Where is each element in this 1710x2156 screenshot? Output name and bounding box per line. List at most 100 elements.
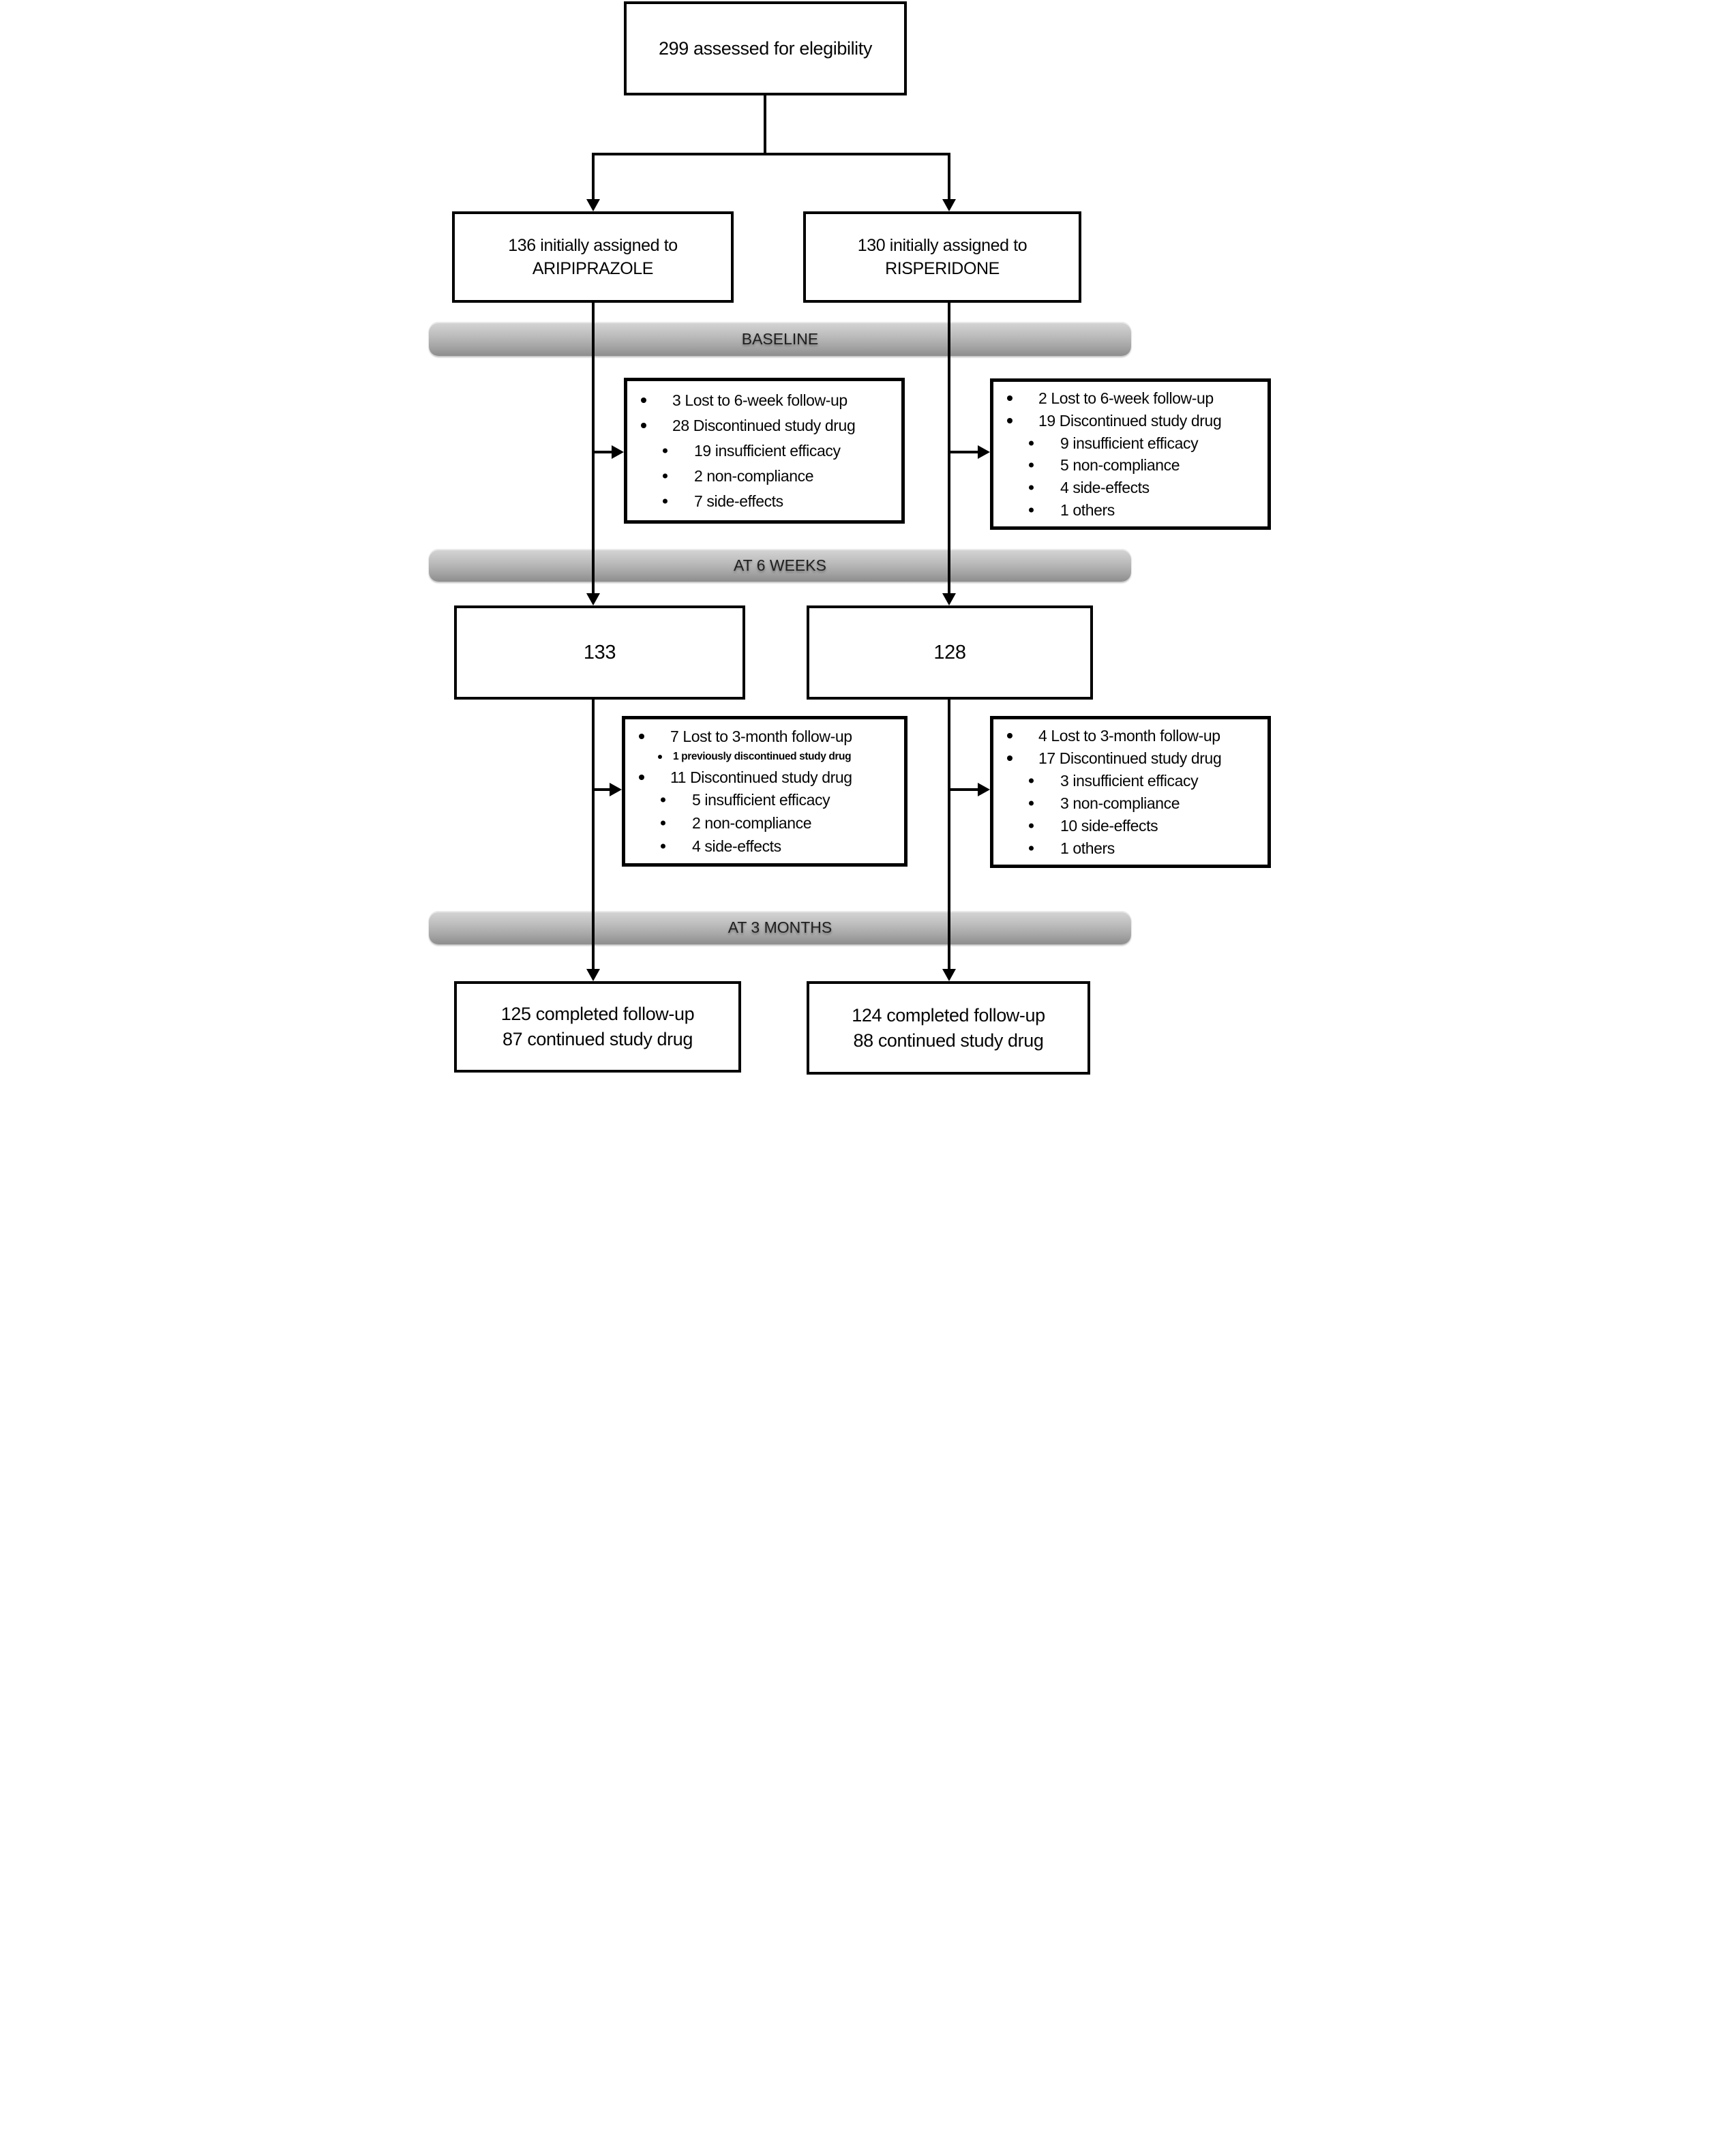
connector-left-dropout1 [593,451,612,453]
dropout-item: 4 side-effects [996,479,1265,496]
stage-bar-label: BASELINE [741,329,819,348]
bullet-icon [1029,778,1034,783]
dropout-item-text: 4 Lost to 3-month follow-up [1038,727,1220,745]
box-label: 133 [583,642,616,663]
dropout-item: 19 insufficient efficacy [630,442,899,460]
dropout-item-text: 10 side-effects [1060,817,1158,835]
dropout-item: 3 non-compliance [996,794,1265,812]
box-assigned-aripiprazole: 136 initially assigned to ARIPIPRAZOLE [452,211,734,303]
dropout-item-text: 3 insufficient efficacy [1060,772,1199,790]
arrow-down-icon [942,593,956,605]
dropout-item: 11 Discontinued study drug [628,768,901,786]
dropout-item-text: 1 previously discontinued study drug [673,750,852,762]
box-count-6week-aripiprazole: 133 [454,605,745,700]
bullet-icon [661,820,665,826]
dropout-item: 28 Discontinued study drug [630,417,899,434]
bullet-icon [1007,417,1012,423]
dropout-item: 1 others [996,501,1265,519]
box-count-6week-risperidone: 128 [807,605,1093,700]
arrow-down-icon [942,199,956,211]
dropout-item-text: 4 side-effects [692,837,781,856]
dropout-item: 1 others [996,839,1265,857]
bullet-icon [641,398,646,403]
box-label: 128 [933,642,966,663]
box-dropouts-3month-aripiprazole: 7 Lost to 3-month follow-up 1 previously… [622,716,907,867]
box-label-line1: 125 completed follow-up [500,1004,695,1024]
connector-right-dropout2 [949,788,978,791]
bullet-icon [1007,395,1012,401]
connector-right-dropout1 [949,451,978,453]
dropout-item: 4 side-effects [628,837,901,855]
connector-top-stem [764,94,766,155]
bullet-icon [663,498,668,504]
dropout-item: 5 insufficient efficacy [628,791,901,809]
bullet-icon [1029,845,1034,851]
box-assigned-risperidone: 130 initially assigned to RISPERIDONE [803,211,1081,303]
dropout-item-text: 1 others [1060,839,1115,857]
consort-flow-diagram: BASELINE AT 6 WEEKS AT 3 MONTHS 299 asse… [427,0,1282,1078]
bullet-icon [1029,462,1034,468]
connector-branch-horizontal [592,153,950,155]
box-label-line2: 88 continued study drug [853,1030,1044,1051]
box-dropouts-6week-risperidone: 2 Lost to 6-week follow-up 19 Discontinu… [990,378,1271,530]
box-label-line1: 136 initially assigned to [508,236,678,255]
connector-right-arm-lower [948,700,950,971]
dropout-item-text: 9 insufficient efficacy [1060,434,1199,452]
bullet-icon [1029,485,1034,490]
dropout-item-text: 4 side-effects [1060,479,1150,497]
box-label-line1: 130 initially assigned to [857,236,1028,255]
bullet-icon [1029,823,1034,828]
arrow-right-icon [978,783,990,796]
bullet-icon [661,797,665,803]
dropout-item: 10 side-effects [996,817,1265,835]
dropout-item-text: 7 Lost to 3-month follow-up [670,727,852,745]
stage-bar-label: AT 3 MONTHS [728,918,832,936]
bullet-icon [641,423,646,428]
arrow-right-icon [610,783,622,796]
connector-left-arm-lower [592,700,595,971]
dropout-item-text: 5 non-compliance [1060,456,1180,475]
box-completed-aripiprazole: 125 completed follow-up 87 continued stu… [454,981,741,1073]
stage-bar-six-weeks: AT 6 WEEKS [429,549,1131,582]
dropout-item-text: 7 side-effects [694,492,783,510]
dropout-item-text: 28 Discontinued study drug [672,417,856,434]
bullet-icon [1029,507,1034,513]
dropout-item: 2 Lost to 6-week follow-up [996,389,1265,407]
arrow-right-icon [612,445,624,459]
box-dropouts-3month-risperidone: 4 Lost to 3-month follow-up 17 Discontin… [990,716,1271,868]
bullet-icon [663,473,668,479]
arrow-down-icon [586,969,600,981]
dropout-item-text: 1 others [1060,501,1115,520]
bullet-icon [1007,755,1012,761]
dropout-item: 7 Lost to 3-month follow-up [628,728,901,745]
bullet-icon [1029,800,1034,806]
dropout-item: 19 Discontinued study drug [996,412,1265,430]
bullet-icon [1029,440,1034,446]
box-label-line1: 124 completed follow-up [852,1004,1045,1025]
connector-left-dropout2 [593,788,610,791]
dropout-item: 2 non-compliance [630,467,899,485]
bullet-icon [663,448,668,453]
dropout-item-text: 2 non-compliance [694,467,814,485]
dropout-item-text: 11 Discontinued study drug [670,768,852,786]
box-completed-risperidone: 124 completed follow-up 88 continued stu… [807,981,1090,1075]
dropout-item: 2 non-compliance [628,814,901,832]
dropout-item: 7 side-effects [630,492,899,510]
box-assessed-eligibility: 299 assessed for elegibility [624,1,907,95]
box-label: 299 assessed for elegibility [659,38,872,59]
dropout-item-text: 19 Discontinued study drug [1038,411,1222,430]
dropout-item: 3 Lost to 6-week follow-up [630,391,899,409]
bullet-icon [658,754,662,759]
dropout-item-text: 5 insufficient efficacy [692,791,830,809]
arrow-down-icon [586,199,600,211]
dropout-item-text: 19 insufficient efficacy [694,442,841,460]
dropout-item-text: 3 Lost to 6-week follow-up [672,391,847,409]
dropout-item-text: 17 Discontinued study drug [1038,749,1222,767]
connector-right-arm-mid [948,303,950,595]
box-label-line2: ARIPIPRAZOLE [532,259,654,278]
connector-left-arm-mid [592,303,595,595]
bullet-icon [639,774,644,780]
arrow-down-icon [942,969,956,981]
dropout-item-text: 2 Lost to 6-week follow-up [1038,389,1214,407]
bullet-icon [639,733,644,739]
